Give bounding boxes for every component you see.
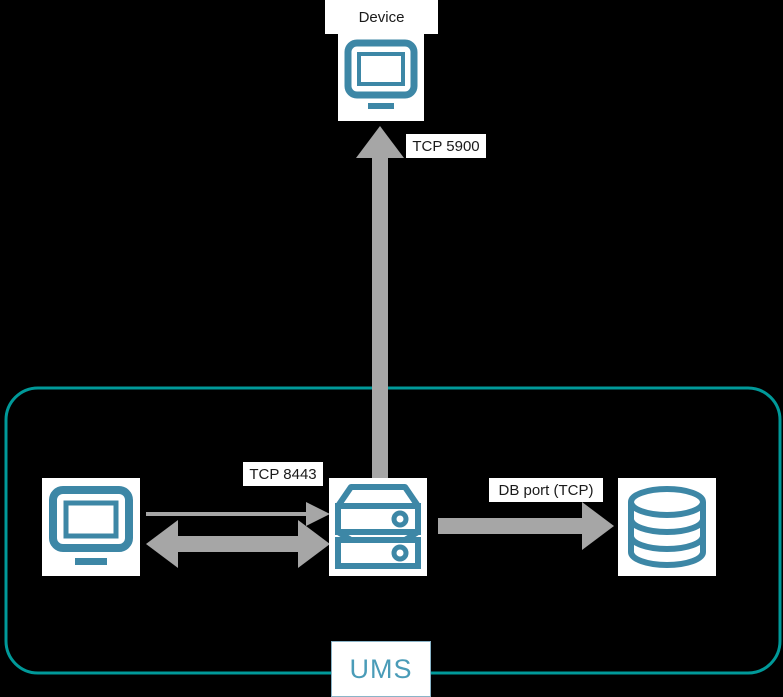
device-node[interactable] bbox=[338, 33, 424, 121]
monitor-icon bbox=[344, 39, 418, 109]
arrow-client-to-server-thin bbox=[146, 502, 330, 526]
database-node[interactable] bbox=[618, 478, 716, 576]
ums-server-node[interactable] bbox=[329, 478, 427, 576]
arrow-server-to-database bbox=[438, 502, 614, 550]
device-label: Device bbox=[325, 0, 438, 34]
client-node[interactable] bbox=[42, 478, 140, 576]
connection-label-tcp-5900: TCP 5900 bbox=[406, 134, 486, 158]
arrow-client-server-double bbox=[146, 520, 330, 568]
database-icon bbox=[628, 486, 706, 568]
ums-boundary-label: UMS bbox=[331, 641, 431, 697]
connection-label-tcp-8443: TCP 8443 bbox=[243, 462, 323, 486]
connection-label-db-port: DB port (TCP) bbox=[489, 478, 603, 502]
server-icon bbox=[335, 484, 421, 569]
monitor-icon bbox=[49, 486, 133, 565]
arrow-server-to-device bbox=[356, 126, 404, 482]
